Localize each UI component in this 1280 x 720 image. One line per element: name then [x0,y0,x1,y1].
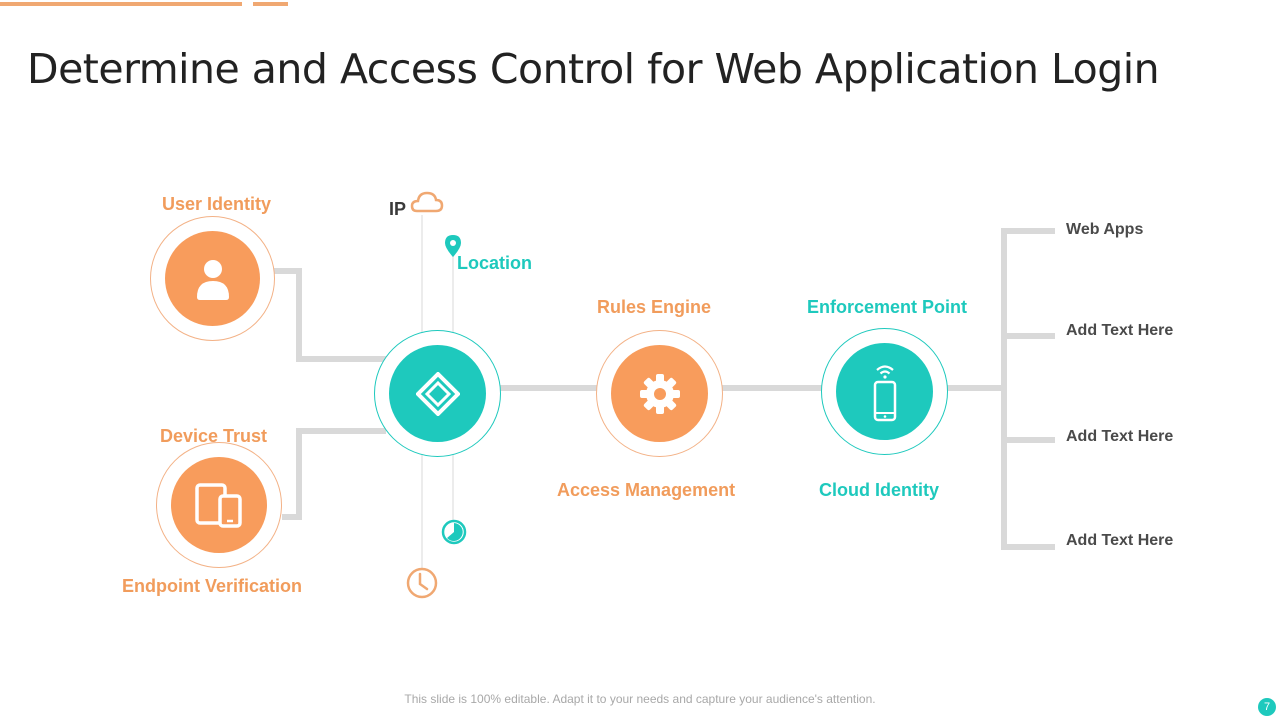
footer-note: This slide is 100% editable. Adapt it to… [404,692,876,706]
clock-icon [406,567,438,599]
cloud-identity-label: Cloud Identity [819,480,939,500]
map-pin-icon [445,235,461,257]
mobile-wifi-icon [873,364,896,421]
location-label: Location [457,253,532,273]
user-identity-disc [165,231,260,326]
output-item: Web Apps [1066,221,1144,238]
rules-engine-label: Rules Engine [597,297,712,317]
output-item: Add Text Here [1066,322,1174,339]
endpoint-verification-label: Endpoint Verification [122,576,303,596]
rules-engine-disc [611,345,708,442]
user-icon [196,259,229,300]
gear-icon [639,373,680,414]
devices-icon [195,483,242,528]
cloud-icon [410,191,444,213]
output-item: Add Text Here [1066,532,1174,549]
page-number-badge: 7 [1258,698,1276,716]
top-accent-bar [0,2,242,6]
hub-disc [389,345,486,442]
ip-label: IP [389,199,407,219]
enforcement-point-label: Enforcement Point [807,297,968,317]
output-item: Add Text Here [1066,428,1174,445]
enforcement-point-disc [836,343,933,440]
access-management-label: Access Management [557,480,736,500]
top-accent-bar-short [253,2,288,6]
diamond-icon [415,371,460,416]
device-trust-label: Device Trust [160,426,268,446]
page-title: Determine and Access Control for Web App… [27,45,1160,94]
pie-clock-icon [441,519,467,545]
user-identity-label: User Identity [162,194,272,214]
device-trust-disc [171,457,267,553]
